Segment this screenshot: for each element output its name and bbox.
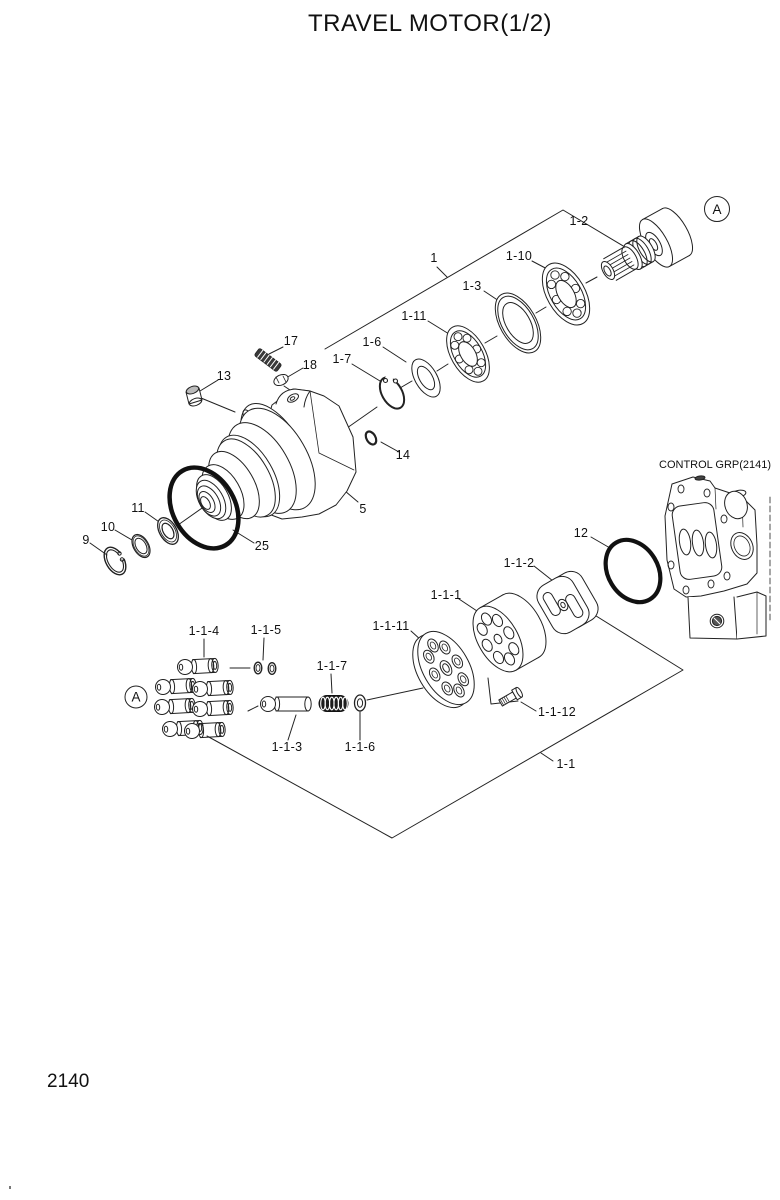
piston-assemblies-1-1-4 — [153, 657, 235, 740]
part-label-25: 25 — [254, 539, 270, 553]
part-label-11: 11 — [131, 501, 145, 515]
washer-1-1-6 — [353, 694, 367, 712]
part-label-9: 9 — [82, 533, 90, 547]
o-ring-14 — [364, 430, 378, 446]
ring-10 — [131, 533, 151, 559]
part-label-1-1: 1-1 — [556, 757, 576, 771]
control-group-label: CONTROL GRP(2141) — [659, 459, 772, 471]
nut-18 — [273, 373, 289, 387]
piston-1-1-3 — [260, 696, 312, 712]
shaft-1-2 — [600, 207, 694, 281]
plug-13 — [185, 385, 203, 407]
part-label-10: 10 — [100, 520, 116, 534]
part-label-1-1-3: 1-1-3 — [271, 740, 303, 754]
part-label-1-1-6: 1-1-6 — [344, 740, 376, 754]
part-label-1-1-2: 1-1-2 — [503, 556, 535, 570]
group-1-outline — [324, 209, 641, 350]
bearing-1-10 — [541, 262, 591, 326]
valve-plate-1-1-2 — [536, 570, 599, 635]
part-label-1-1-11: 1-1-11 — [372, 619, 410, 633]
ring-11 — [157, 517, 179, 545]
stud-17 — [254, 348, 282, 372]
part-label-14: 14 — [395, 448, 411, 462]
ring-1-3 — [494, 292, 542, 354]
cylinder-block-1-1-1 — [472, 592, 547, 673]
part-label-1-3: 1-3 — [462, 279, 482, 293]
part-label-1-6: 1-6 — [362, 335, 382, 349]
part-label-1-7: 1-7 — [332, 352, 352, 366]
pin-1-1-12 — [498, 686, 523, 707]
group-1-1-outline — [206, 600, 684, 839]
snap-ring-9 — [103, 546, 127, 576]
part-label-17: 17 — [283, 334, 299, 348]
retainer-plate-1-1-11 — [412, 631, 475, 708]
rings-1-1-5 — [253, 661, 277, 676]
part-label-5: 5 — [359, 502, 367, 516]
part-label-1-2: 1-2 — [569, 214, 589, 228]
part-label-1-1-7: 1-1-7 — [316, 659, 348, 673]
o-ring-25 — [167, 465, 241, 551]
part-label-1-1-4: 1-1-4 — [188, 624, 220, 638]
detail-marker-A: A — [124, 685, 148, 709]
part-label-1-11: 1-11 — [401, 309, 427, 323]
part-label-1-1-12: 1-1-12 — [538, 705, 576, 719]
corner-mark — [9, 1186, 11, 1189]
page-title: TRAVEL MOTOR(1/2) — [307, 10, 553, 37]
part-label-18: 18 — [302, 358, 318, 372]
part-label-12: 12 — [573, 526, 589, 540]
detail-marker-A: A — [704, 196, 730, 222]
snap-ring-1-7 — [378, 375, 406, 410]
part-label-1: 1 — [430, 251, 438, 265]
page-number: 2140 — [47, 1071, 90, 1092]
bearing-1-11 — [446, 325, 490, 383]
o-ring-12 — [603, 537, 663, 605]
part-label-1-1-5: 1-1-5 — [250, 623, 282, 637]
part-label-13: 13 — [216, 369, 232, 383]
part-label-1-10: 1-10 — [505, 249, 533, 263]
housing-5 — [195, 388, 357, 521]
washer-1-6 — [411, 358, 441, 398]
spring-1-1-7 — [318, 695, 349, 712]
control-group-block — [664, 475, 771, 640]
part-label-1-1-1: 1-1-1 — [430, 588, 462, 602]
